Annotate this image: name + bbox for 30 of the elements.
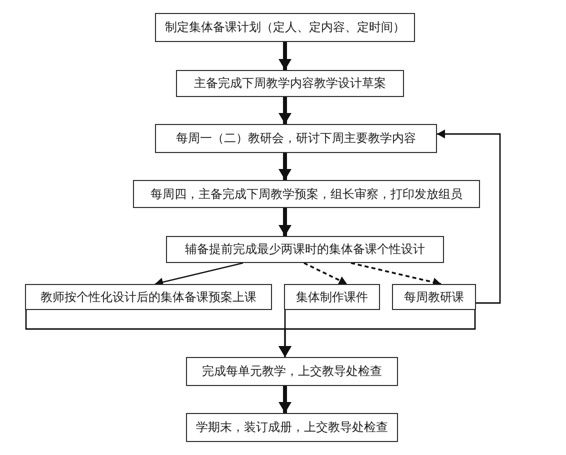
thick-arrow: [278, 153, 292, 180]
process-box: [186, 413, 398, 442]
step-text: 每周一（二）教研会，研讨下周主要教学内容: [176, 131, 416, 146]
step-text: 完成每单元教学，上交教导处检查: [202, 364, 382, 379]
step-text: 主备完成下周教学内容教学设计草案: [194, 76, 386, 91]
process-box: [155, 13, 415, 42]
step-text: 辅备提前完成最少两课时的集体备课个性设计: [185, 242, 425, 257]
step-text: 集体制作课件: [296, 290, 368, 304]
process-box: [166, 236, 444, 263]
arrow: [154, 262, 244, 287]
thick-arrow: [278, 208, 292, 236]
step-text: 制定集体备课计划（定人、定内容、定时间）: [165, 20, 405, 35]
step-text: 每周教研课: [404, 290, 464, 304]
process-box: [284, 284, 380, 310]
process-box: [392, 284, 476, 310]
step-text: 教师按个性化设计后的集体备课预案上课: [40, 290, 256, 304]
dashed-arrow: [304, 262, 348, 285]
dashed-arrow: [350, 262, 442, 287]
step-text: 学期末，装订成册，上交教导处检查: [196, 420, 388, 435]
process-box: [133, 180, 480, 208]
arrow: [437, 130, 501, 304]
thick-arrow: [278, 386, 292, 413]
thick-arrow: [278, 97, 292, 124]
thick-arrow: [278, 42, 292, 70]
bracket-arrow: [278, 310, 476, 357]
step-text: 每周四，主备完成下周教学预案，组长审察，打印发放组员: [150, 186, 462, 202]
process-box: [186, 357, 398, 386]
process-box: [176, 70, 404, 97]
process-box: [155, 124, 437, 153]
process-box: [25, 284, 272, 310]
